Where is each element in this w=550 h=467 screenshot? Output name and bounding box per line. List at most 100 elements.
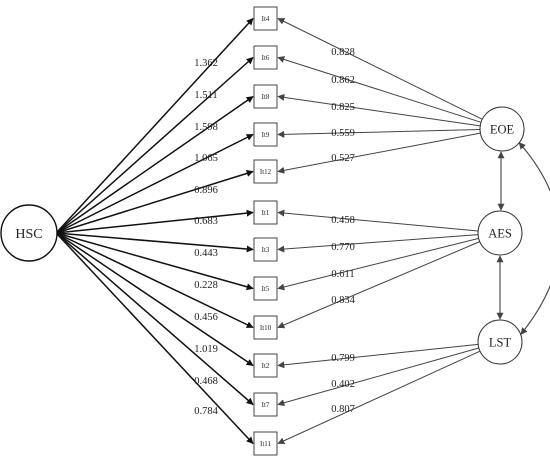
item-box-it6: It6 [253, 45, 278, 70]
specific-loading-arrow-lst-it2 [277, 343, 479, 369]
specific-loading-arrow-eoe-it12 [277, 132, 481, 174]
item-box-rect [253, 353, 278, 378]
item-box-it5: It5 [253, 276, 278, 301]
general-loading-paths [55, 17, 254, 445]
general-loading-value: 0.683 [194, 216, 218, 227]
general-loading-arrow-it5 [55, 232, 254, 291]
general-loading-value: 1.362 [194, 58, 218, 69]
general-loading-arrow-it4 [55, 17, 254, 234]
specific-loading-value: 0.828 [331, 47, 355, 58]
general-factor-circle [0, 204, 58, 262]
general-loading-value: 1.598 [194, 122, 218, 133]
item-label: It12 [260, 168, 272, 176]
specific-loading-value: 0.825 [331, 102, 355, 113]
specific-loading-value: 0.799 [331, 353, 355, 364]
specific-loading-arrow-aes-it1 [277, 209, 479, 232]
specific-loading-arrow-eoe-it4 [277, 18, 483, 120]
specific-loading-arrow-aes-it10 [277, 241, 480, 329]
specific-loading-paths [277, 18, 483, 445]
specific-loading-value: 0.559 [331, 128, 355, 139]
item-box-rect [253, 122, 278, 147]
specific-loading-value: 0.402 [331, 379, 355, 390]
general-loading-value: 0.468 [194, 376, 218, 387]
specific-loading-arrow-aes-it3 [277, 234, 479, 253]
item-box-it8: It8 [253, 84, 278, 109]
item-box-rect [253, 237, 278, 262]
specific-loading-value: 0.834 [331, 295, 355, 306]
general-loading-value: 1.511 [194, 90, 217, 101]
specific-loading-value: 0.807 [331, 404, 355, 415]
general-loading-value: 0.443 [194, 248, 218, 259]
specific-loading-value: 0.458 [331, 215, 355, 226]
item-box-rect [253, 431, 278, 456]
item-box-it9: It9 [253, 122, 278, 147]
factor-circle [477, 210, 523, 256]
general-factor-node: HSC [0, 204, 58, 262]
general-loading-arrow-it12 [55, 170, 254, 234]
factor-nodes: EOE AES LST [477, 106, 525, 365]
general-loading-arrow-it1 [56, 209, 254, 234]
item-box-rect [253, 315, 278, 340]
covariance-paths [496, 142, 550, 335]
item-box-rect [253, 276, 278, 301]
specific-loading-arrow-eoe-it6 [277, 56, 482, 123]
item-box-rect [253, 200, 278, 225]
factor-node-eoe: EOE [479, 106, 525, 152]
factor-label: EOE [490, 123, 515, 137]
general-loading-labels: 1.3621.5111.5981.0650.8960.6830.4430.228… [194, 58, 218, 417]
item-box-it7: It7 [253, 392, 278, 417]
general-loading-value: 1.065 [194, 153, 218, 164]
item-label: It10 [260, 324, 272, 332]
item-box-it4: It4 [253, 6, 278, 31]
item-label: It5 [262, 285, 270, 293]
general-loading-arrow-it3 [56, 232, 254, 253]
item-box-it10: It10 [253, 315, 278, 340]
item-label: It1 [262, 209, 270, 217]
general-loading-value: 0.784 [194, 406, 218, 417]
general-loading-arrow-it6 [55, 56, 254, 234]
item-box-rect [253, 159, 278, 184]
item-box-it1: It1 [253, 200, 278, 225]
item-box-it12: It12 [253, 159, 278, 184]
specific-loading-arrow-aes-it5 [277, 237, 479, 291]
item-box-it3: It3 [253, 237, 278, 262]
specific-loading-arrow-eoe-it8 [277, 93, 481, 127]
item-label: It6 [262, 54, 270, 62]
general-loading-arrow-it8 [55, 95, 254, 234]
factor-node-aes: AES [477, 210, 523, 256]
specific-loading-arrow-lst-it7 [277, 347, 479, 407]
specific-loading-labels: 0.828 0.862 0.825 0.559 0.527 0.458 0.770 0.611… [331, 47, 355, 415]
item-box-it11: It11 [253, 431, 278, 456]
general-loading-value: 0.896 [194, 185, 218, 196]
specific-loading-arrow-eoe-it9 [277, 129, 481, 138]
general-loading-arrow-it9 [55, 133, 254, 234]
general-loading-arrow-it10 [55, 232, 254, 329]
item-label: It2 [262, 362, 270, 370]
specific-loading-arrow-lst-it11 [277, 350, 481, 445]
item-label: It11 [260, 440, 272, 448]
item-label: It7 [262, 401, 270, 409]
covariance-arrow-eoe-lst [518, 142, 550, 335]
factor-circle [477, 319, 523, 365]
specific-loading-value: 0.770 [331, 242, 355, 253]
general-loading-value: 0.456 [194, 312, 218, 323]
factor-node-lst: LST [477, 319, 523, 365]
factor-circle [479, 106, 525, 152]
factor-label: AES [488, 227, 512, 241]
general-loading-arrow-it2 [55, 232, 254, 367]
specific-loading-value: 0.611 [331, 269, 354, 280]
item-label: It4 [262, 15, 270, 23]
general-factor-label: HSC [15, 227, 42, 242]
general-loading-arrow-it11 [55, 232, 254, 445]
general-loading-arrow-it7 [55, 232, 254, 406]
item-label: It9 [262, 131, 270, 139]
item-label: It8 [262, 93, 270, 101]
item-box-rect [253, 45, 278, 70]
item-box-rect [253, 392, 278, 417]
specific-loading-value: 0.527 [331, 153, 355, 164]
item-box-rect [253, 6, 278, 31]
factor-label: LST [489, 336, 512, 350]
specific-loading-value: 0.862 [331, 75, 355, 86]
